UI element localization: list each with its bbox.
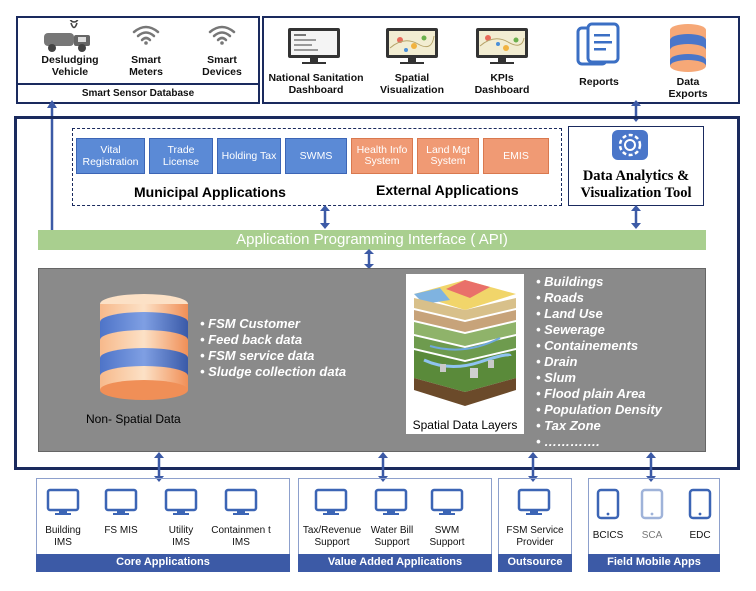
field-mobile-title: Field Mobile Apps bbox=[588, 554, 720, 572]
app-health-info-system[interactable]: Health Info System bbox=[351, 138, 413, 174]
wifi-icon bbox=[132, 25, 160, 45]
label-smart-devices: Smart Devices bbox=[202, 54, 242, 78]
label-bcics: BCICS bbox=[592, 530, 624, 541]
monitor-icon bbox=[314, 488, 348, 515]
list-item: • FSM service data bbox=[200, 348, 315, 363]
label-utility-ims: Utility IMS bbox=[168, 525, 194, 548]
label-fs-mis: FS MIS bbox=[104, 525, 138, 536]
data-analytics-title: Data Analytics & Visualization Tool bbox=[580, 168, 692, 201]
non-spatial-database-icon bbox=[100, 294, 188, 400]
label-data-exports: Data Exports bbox=[668, 76, 708, 100]
list-item: • Tax Zone bbox=[536, 418, 601, 433]
non-spatial-data-label: Non- Spatial Data bbox=[86, 412, 181, 426]
api-bar bbox=[38, 230, 706, 250]
monitor-icon bbox=[224, 488, 258, 515]
list-item: • Land Use bbox=[536, 306, 603, 321]
spatial-layers-icon bbox=[414, 280, 516, 406]
arrow-analytics-to-api bbox=[631, 205, 641, 229]
arrow-apps-to-api bbox=[320, 205, 330, 229]
monitor-icon bbox=[164, 488, 198, 515]
monitor-icon bbox=[374, 488, 408, 515]
app-emis[interactable]: EMIS bbox=[483, 138, 549, 174]
document-icon bbox=[576, 22, 620, 66]
label-national-sanitation-dashboard: National Sanitation Dashboard bbox=[268, 72, 364, 96]
smart-sensor-database-label: Smart Sensor Database bbox=[81, 88, 195, 99]
app-trade-license[interactable]: Trade License bbox=[149, 138, 213, 174]
list-item: • Flood plain Area bbox=[536, 386, 646, 401]
label-kpis-dashboard: KPIs Dashboard bbox=[474, 72, 530, 96]
list-item: • …………. bbox=[536, 434, 600, 449]
label-reports: Reports bbox=[579, 76, 619, 88]
monitor-map-icon bbox=[386, 28, 438, 64]
label-desludging-vehicle: Desludging Vehicle bbox=[41, 54, 99, 78]
label-swm-support: SWM Support bbox=[429, 525, 465, 548]
list-item: • Containements bbox=[536, 338, 639, 353]
list-item: • Sludge collection data bbox=[200, 364, 347, 379]
label-containment-ims: Containmen t IMS bbox=[211, 525, 271, 548]
applications-group bbox=[72, 128, 562, 206]
smart-sensor-footer-divider bbox=[16, 83, 260, 85]
gear-cog-icon bbox=[612, 130, 648, 160]
list-item: • Drain bbox=[536, 354, 578, 369]
list-item: • FSM Customer bbox=[200, 316, 300, 331]
monitor-list-icon bbox=[288, 28, 340, 64]
label-tax-revenue-support: Tax/Revenue Support bbox=[302, 525, 362, 548]
label-spatial-visualization: Spatial Visualization bbox=[380, 72, 444, 96]
api-label: Application Programming Interface ( API) bbox=[236, 231, 508, 248]
list-item: • Sewerage bbox=[536, 322, 605, 337]
list-item: • Feed back data bbox=[200, 332, 303, 347]
outsource-title: Outsource bbox=[498, 554, 572, 572]
database-icon bbox=[670, 24, 706, 72]
monitor-map-icon bbox=[476, 28, 528, 64]
spatial-items-list: • Buildings • Roads • Land Use • Sewerag… bbox=[536, 274, 662, 450]
tablet-icon bbox=[688, 488, 712, 520]
label-smart-meters: Smart Meters bbox=[129, 54, 163, 78]
label-edc: EDC bbox=[689, 530, 711, 541]
app-swms[interactable]: SWMS bbox=[285, 138, 347, 174]
list-item: • Slum bbox=[536, 370, 576, 385]
tablet-icon bbox=[596, 488, 620, 520]
core-applications-title: Core Applications bbox=[36, 554, 290, 572]
list-item: • Roads bbox=[536, 290, 584, 305]
monitor-icon bbox=[430, 488, 464, 515]
list-item: • Population Density bbox=[536, 402, 662, 417]
label-fsm-service-provider: FSM Service Provider bbox=[506, 525, 564, 548]
app-vital-registration[interactable]: Vital Registration bbox=[76, 138, 145, 174]
app-land-mgt-system[interactable]: Land Mgt System bbox=[417, 138, 479, 174]
label-sca: SCA bbox=[641, 530, 663, 541]
arrow-value-added-to-main bbox=[378, 452, 388, 482]
label-water-bill-support: Water Bill Support bbox=[370, 525, 414, 548]
spatial-data-label: Spatial Data Layers bbox=[412, 418, 518, 432]
list-item: • Buildings bbox=[536, 274, 604, 289]
non-spatial-items-list: • FSM Customer • Feed back data • FSM se… bbox=[200, 316, 346, 380]
municipal-applications-title: Municipal Applications bbox=[134, 184, 286, 200]
tablet-icon bbox=[640, 488, 664, 520]
monitor-icon bbox=[517, 488, 551, 515]
monitor-icon bbox=[104, 488, 138, 515]
arrow-core-to-main bbox=[154, 452, 164, 482]
main-system-frame bbox=[14, 116, 740, 470]
label-building-ims: Building IMS bbox=[45, 525, 81, 548]
arrow-outsource-to-main bbox=[528, 452, 538, 482]
smart-sensor-panel bbox=[16, 16, 260, 104]
app-holding-tax[interactable]: Holding Tax bbox=[217, 138, 281, 174]
wifi-icon bbox=[208, 25, 236, 45]
value-added-title: Value Added Applications bbox=[298, 554, 492, 572]
truck-icon bbox=[44, 20, 90, 52]
external-applications-title: External Applications bbox=[376, 182, 519, 198]
monitor-icon bbox=[46, 488, 80, 515]
arrow-api-to-data bbox=[364, 249, 374, 269]
outputs-panel bbox=[262, 16, 740, 104]
arrow-field-to-main bbox=[646, 452, 656, 482]
